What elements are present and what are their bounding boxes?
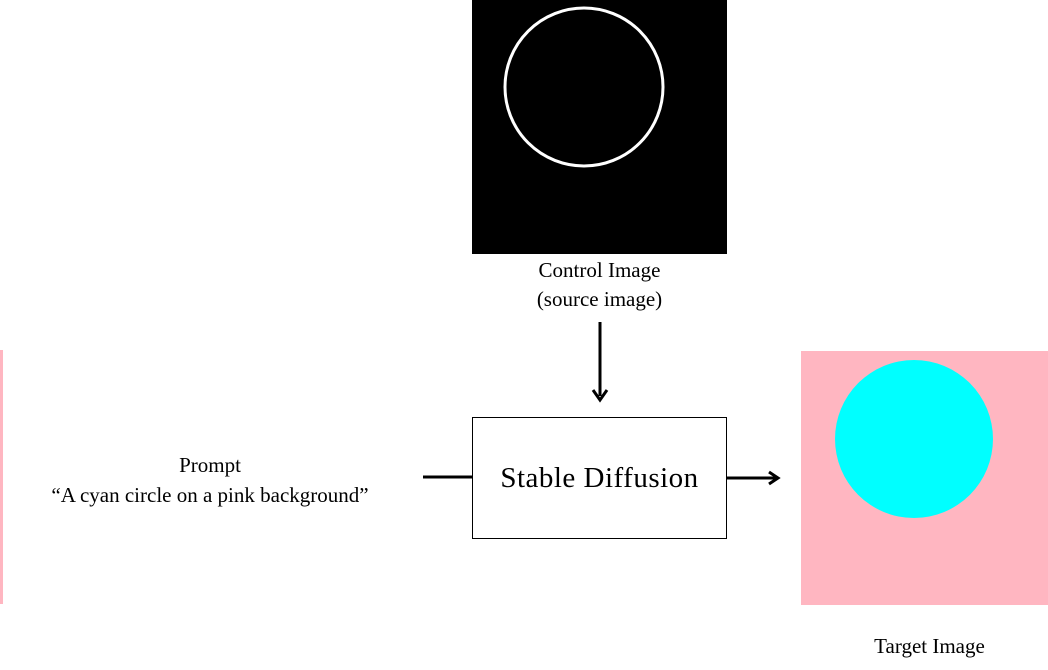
control-image-background: [472, 0, 727, 254]
target-image-circle: [835, 360, 993, 518]
stable-diffusion-box: Stable Diffusion: [472, 417, 727, 539]
prompt-text: “A cyan circle on a pink background”: [51, 483, 369, 507]
prompt-heading: Prompt: [179, 453, 241, 477]
control-image-title: Control Image: [538, 258, 661, 282]
left-edge-image-fragment: [0, 350, 3, 604]
prompt-block: Prompt “A cyan circle on a pink backgrou…: [10, 450, 410, 510]
control-image: [472, 0, 727, 254]
control-image-circle-outline: [503, 6, 665, 168]
target-image: [801, 351, 1048, 605]
control-image-label: Control Image (source image): [472, 256, 727, 314]
arrow-down-icon: [591, 322, 609, 403]
target-image-label: Target Image: [874, 634, 985, 658]
prompt-connector-line: [423, 475, 473, 479]
control-image-subtitle: (source image): [536, 287, 663, 311]
stable-diffusion-label: Stable Diffusion: [500, 461, 699, 494]
arrow-right-icon: [727, 470, 781, 486]
